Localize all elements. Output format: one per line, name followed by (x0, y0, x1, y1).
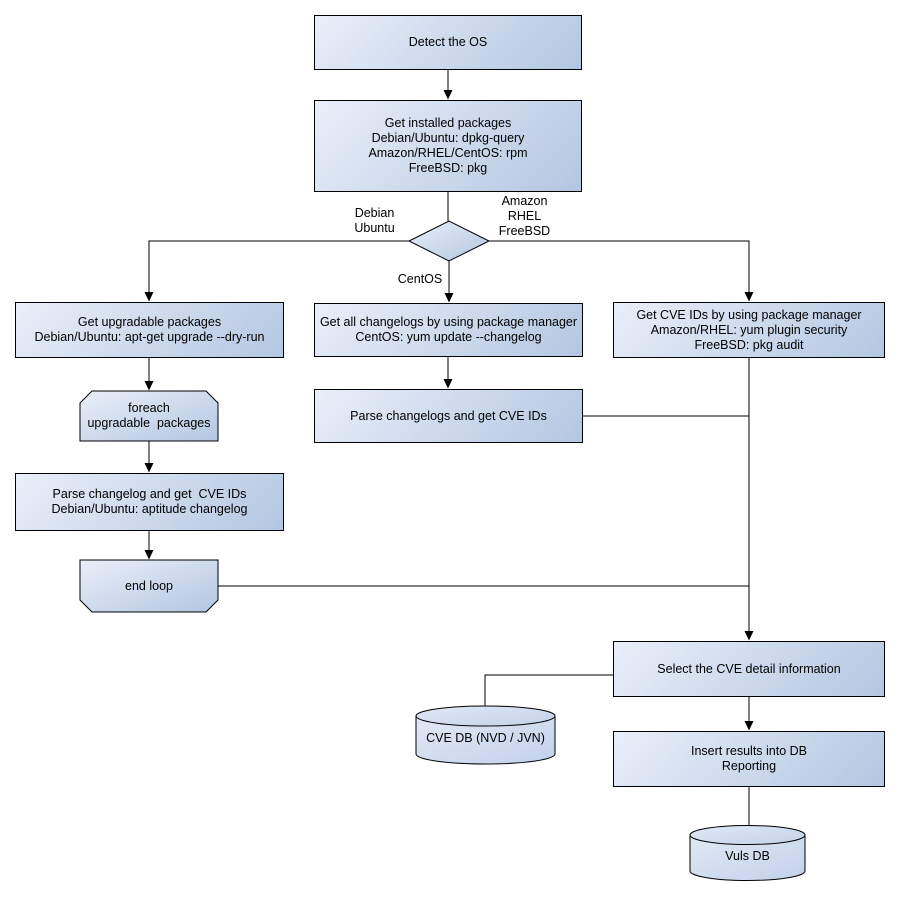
edge-decision-to-upgradable (148, 240, 409, 293)
arrowhead-select (744, 631, 754, 641)
arrowhead-foreach (144, 381, 154, 391)
os-decision-diamond (407, 220, 491, 262)
arrowhead-installed (443, 90, 453, 100)
edge-label-debian-ubuntu: Debian Ubuntu (354, 206, 395, 235)
foreach-loop-shape (79, 390, 219, 442)
node-parse-changelog-debian: Parse changelog and get CVE IDs Debian/U… (15, 473, 284, 531)
node-select-cve-detail: Select the CVE detail information (613, 641, 885, 697)
arrowhead-changelogs (444, 293, 454, 303)
arrowhead-parse-left (144, 463, 154, 473)
node-get-cve-ids-pkg-manager: Get CVE IDs by using package manager Ama… (613, 302, 885, 358)
edge-decision-to-getcveids (489, 240, 750, 293)
cve-db-cylinder-body (415, 715, 556, 765)
node-detect-os: Detect the OS (314, 15, 582, 70)
edge-select-to-cvedb (484, 674, 613, 707)
edge-label-centos: CentOS (397, 272, 443, 286)
arrowhead-insert (744, 721, 754, 731)
end-loop-shape (79, 559, 219, 613)
node-get-installed-packages: Get installed packages Debian/Ubuntu: dp… (314, 100, 582, 192)
arrowhead-getcveids (744, 292, 754, 302)
cve-db-cylinder-top (415, 705, 556, 727)
edge-label-amazon-rhel-freebsd: Amazon RHEL FreeBSD (498, 194, 551, 238)
node-get-all-changelogs: Get all changelogs by using package mana… (314, 303, 583, 357)
arrowhead-upgradable (144, 292, 154, 302)
arrowhead-parse-mid (443, 379, 453, 389)
arrowhead-endloop (144, 550, 154, 560)
node-parse-changelogs-centos: Parse changelogs and get CVE IDs (314, 389, 583, 443)
node-get-upgradable-packages: Get upgradable packages Debian/Ubuntu: a… (15, 302, 284, 358)
vuls-db-cylinder-body (689, 834, 806, 881)
node-insert-results: Insert results into DB Reporting (613, 731, 885, 787)
vuls-db-cylinder-top (689, 825, 806, 845)
